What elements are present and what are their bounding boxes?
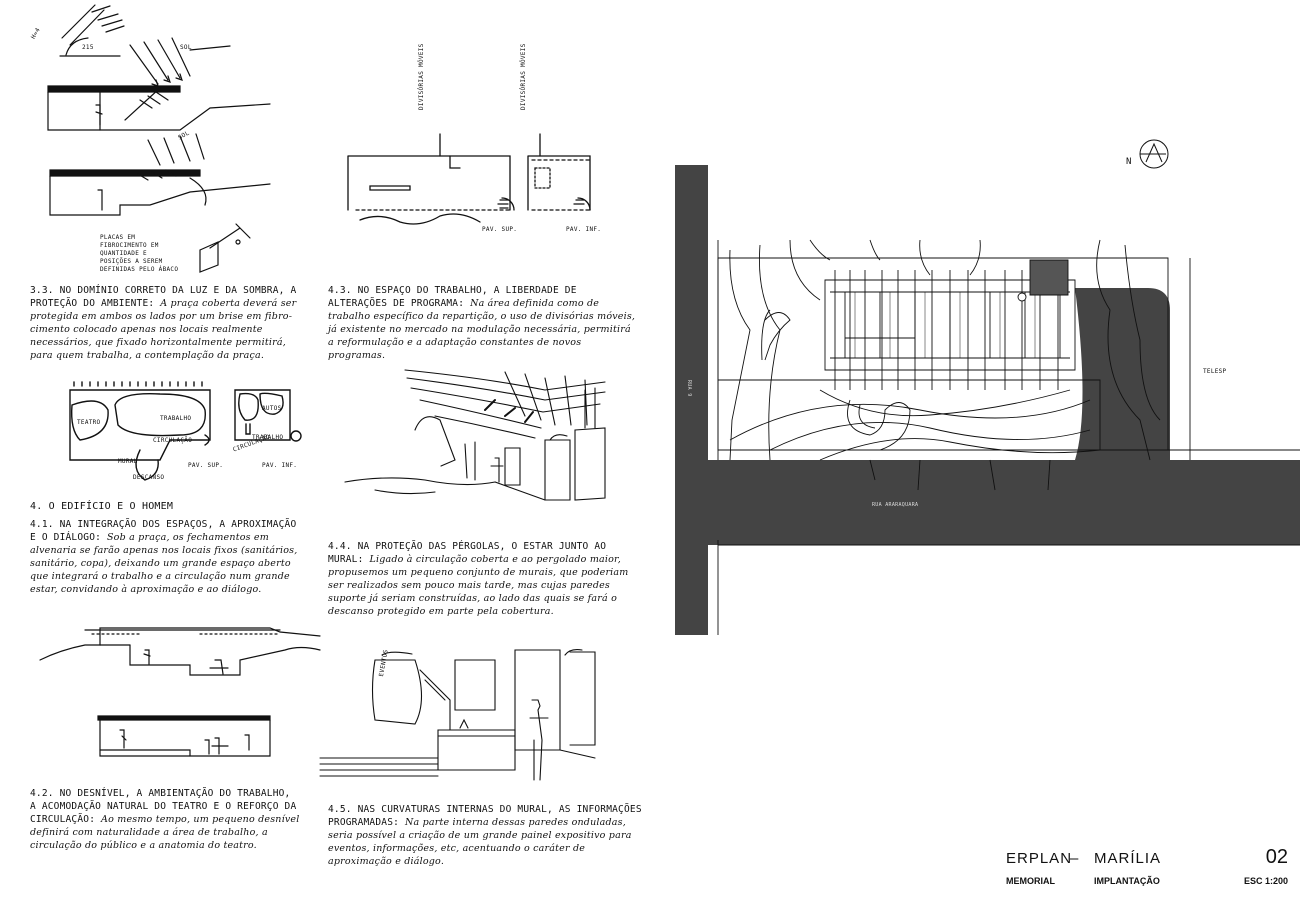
title-block: ERPLAN – MARÍLIA 02 MEMORIAL IMPLANTAÇÃO… <box>1006 846 1288 892</box>
city-name: MARÍLIA <box>1094 850 1162 867</box>
label-divisorias-2: DIVISÓRIAS MÓVEIS <box>520 43 527 110</box>
label-pav-inf-2: PAV. INF. <box>262 462 298 469</box>
telesp-label: TELESP <box>1203 368 1227 375</box>
caption-3-3: 3.3. NO DOMÍNIO CORRETO DA LUZ E DA SOMB… <box>30 284 300 362</box>
street-bottom-label: RUA ARARAQUARA <box>872 502 919 508</box>
north-arrow <box>1136 136 1176 176</box>
site-plan <box>675 165 1300 635</box>
label-trabalho-1: TRABALHO <box>160 415 192 422</box>
scale-label: ESC 1:200 <box>1243 876 1288 886</box>
implantacao-label: IMPLANTAÇÃO <box>1094 876 1160 886</box>
caption-4-1: 4.1. NA INTEGRAÇÃO DOS ESPAÇOS, A APROXI… <box>30 518 302 596</box>
caption-4-3-heading: 4.3. NO ESPAÇO DO TRABALHO, A LIBERDADE … <box>328 285 577 309</box>
label-autos: AUTOS <box>262 405 282 412</box>
brise-note: PLACAS EM FIBROCIMENTO EM QUANTIDADE E P… <box>100 234 179 273</box>
label-mural: MURAL <box>118 458 138 465</box>
caption-4-5: 4.5. NAS CURVATURAS INTERNAS DO MURAL, A… <box>328 803 648 868</box>
caption-4-3: 4.3. NO ESPAÇO DO TRABALHO, A LIBERDADE … <box>328 284 638 362</box>
spaces-plan-diagram <box>60 380 310 490</box>
memorial-label: MEMORIAL <box>1006 876 1055 886</box>
caption-4-1-heading: 4.1. NA INTEGRAÇÃO DOS ESPAÇOS, A APROXI… <box>30 519 297 543</box>
north-label: N <box>1126 157 1132 167</box>
label-divisorias-1: DIVISÓRIAS MÓVEIS <box>418 43 425 110</box>
caption-3-3-body: A praça coberta deverá ser protegida em … <box>30 298 297 361</box>
dimension-label: 215 <box>82 44 94 51</box>
sun-label-1: SOL <box>180 44 192 51</box>
caption-4-5-body: Na parte interna dessas paredes ondulada… <box>328 817 632 867</box>
street-side-label: RUA 9 <box>686 380 692 397</box>
caption-4-1-body: Sob a praça, os fechamentos em alvenaria… <box>30 532 298 595</box>
caption-3-3-heading: 3.3. NO DOMÍNIO CORRETO DA LUZ E DA SOMB… <box>30 285 297 309</box>
caption-4-4-body: Ligado à circulação coberta e ao pergola… <box>328 554 629 617</box>
caption-4-4: 4.4. NA PROTEÇÃO DAS PÉRGOLAS, O ESTAR J… <box>328 540 638 618</box>
caption-4-2-heading: 4.2. NO DESNÍVEL, A AMBIENTAÇÃO DO TRABA… <box>30 788 297 825</box>
section-4-heading: 4. O EDIFÍCIO E O HOMEM <box>30 501 174 512</box>
mural-perspective-sketch <box>320 640 620 785</box>
project-name: ERPLAN <box>1006 850 1073 867</box>
movable-partitions-plan <box>340 90 600 230</box>
label-pav-sup-2: PAV. SUP. <box>188 462 224 469</box>
caption-4-2: 4.2. NO DESNÍVEL, A AMBIENTAÇÃO DO TRABA… <box>30 787 302 852</box>
brise-sun-section-sketch <box>40 0 280 280</box>
label-teatro: TEATRO <box>77 419 101 426</box>
label-pav-sup-1: PAV. SUP. <box>482 226 518 233</box>
caption-4-5-heading: 4.5. NAS CURVATURAS INTERNAS DO MURAL, A… <box>328 804 642 828</box>
label-descanso: DESCANSO <box>133 474 165 481</box>
caption-4-3-body: Na área definida como de trabalho especí… <box>328 298 636 361</box>
caption-4-2-body: Ao mesmo tempo, um pequeno desnível defi… <box>30 814 300 851</box>
label-circulacao-1: CIRCULAÇÃO <box>153 437 193 444</box>
label-pav-inf-1: PAV. INF. <box>566 226 602 233</box>
caption-4-4-heading: 4.4. NA PROTEÇÃO DAS PÉRGOLAS, O ESTAR J… <box>328 541 607 565</box>
level-section-sketches <box>40 620 320 780</box>
title-dash: – <box>1070 850 1079 867</box>
sheet-number: 02 <box>1265 846 1288 868</box>
pergola-perspective-sketch <box>345 370 610 510</box>
label-trabalho-2: TRABALHO <box>252 434 284 441</box>
